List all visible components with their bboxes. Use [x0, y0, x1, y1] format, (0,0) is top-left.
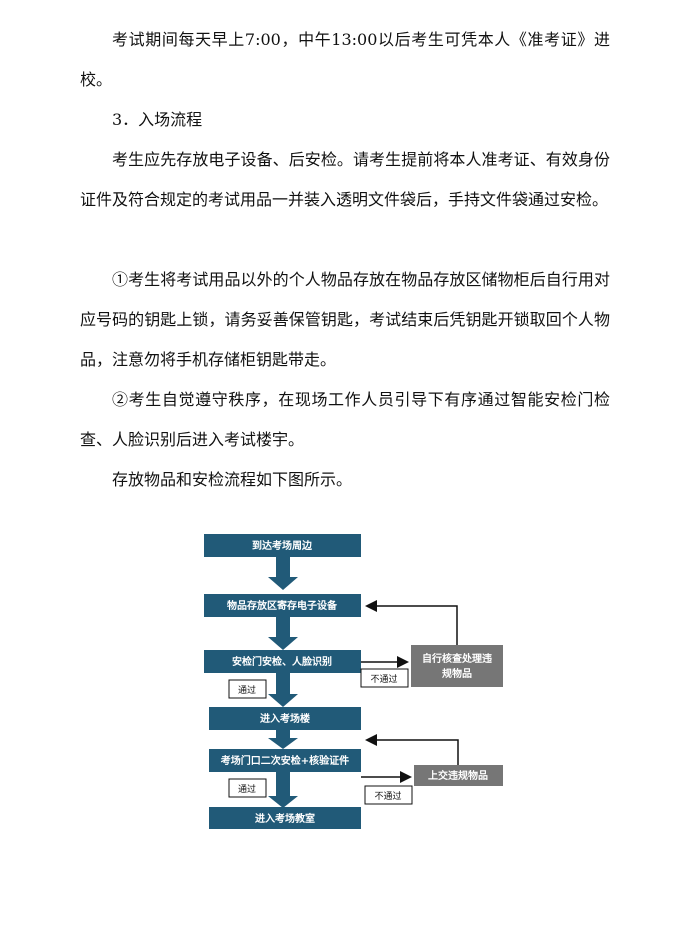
flow-step-second-check-label: 考场门口二次安检+核验证件	[221, 754, 349, 767]
flow-step-store-devices-label: 物品存放区寄存电子设备	[227, 599, 338, 612]
flow-side-self-check-line2: 规物品	[442, 667, 472, 680]
flow-step-enter-building: 进入考场楼	[209, 707, 361, 730]
paragraph-diagram-intro-text: 存放物品和安检流程如下图所示。	[112, 470, 353, 489]
connector-self-check-back	[365, 600, 458, 645]
flow-step-store-devices: 物品存放区寄存电子设备	[204, 594, 361, 617]
connector-hand-in-back	[365, 734, 459, 765]
pass-label-1-text: 通过	[238, 684, 256, 696]
paragraph-admission-time: 考试期间每天早上7:00，中午13:00以后考生可凭本人《准考证》进校。	[80, 20, 610, 100]
flow-step-enter-building-label: 进入考场楼	[260, 712, 310, 725]
pass-label-2: 通过	[228, 778, 267, 798]
pass-label-2-text: 通过	[238, 783, 256, 795]
flow-step-enter-classroom-label: 进入考场教室	[255, 812, 315, 825]
flow-step-enter-classroom: 进入考场教室	[209, 807, 361, 829]
flow-side-self-check-line1: 自行核查处理违	[422, 652, 492, 665]
fail-label-2: 不通过	[364, 785, 413, 805]
section-heading-entry-process: 3．入场流程	[80, 100, 610, 140]
section-heading-text: 3．入场流程	[112, 110, 203, 129]
paragraph-storage-rules-text: ①考生将考试用品以外的个人物品存放在物品存放区储物柜后自行用对应号码的钥匙上锁，…	[80, 270, 610, 369]
down-arrow-1	[268, 557, 298, 590]
fail-label-2-text: 不通过	[374, 790, 401, 802]
pass-label-1: 通过	[228, 679, 267, 699]
flow-connectors	[361, 600, 459, 783]
paragraph-security-check: ②考生自觉遵守秩序，在现场工作人员引导下有序通过智能安检门检查、人脸识别后进入考…	[80, 380, 610, 460]
flow-step-security-gate: 安检门安检、人脸识别	[204, 650, 361, 673]
paragraph-admission-time-text: 考试期间每天早上7:00，中午13:00以后考生可凭本人《准考证》进校。	[80, 30, 610, 89]
down-arrow-5	[268, 772, 298, 808]
paragraph-entry-requirements: 考生应先存放电子设备、后安检。请考生提前将本人准考证、有效身份证件及符合规定的考…	[80, 140, 610, 220]
paragraph-security-check-text: ②考生自觉遵守秩序，在现场工作人员引导下有序通过智能安检门检查、人脸识别后进入考…	[80, 390, 610, 449]
flow-step-second-check: 考场门口二次安检+核验证件	[209, 749, 361, 772]
main-flow-arrows	[268, 557, 298, 808]
paragraph-diagram-intro: 存放物品和安检流程如下图所示。	[80, 460, 610, 500]
fail-label-1: 不通过	[360, 668, 409, 688]
flow-side-hand-in: 上交违规物品	[414, 765, 503, 786]
paragraph-entry-requirements-text: 考生应先存放电子设备、后安检。请考生提前将本人准考证、有效身份证件及符合规定的考…	[80, 150, 610, 209]
fail-label-1-text: 不通过	[370, 673, 397, 685]
flow-step-security-gate-label: 安检门安检、人脸识别	[232, 655, 332, 668]
down-arrow-4	[268, 730, 298, 749]
paragraph-storage-rules: ①考生将考试用品以外的个人物品存放在物品存放区储物柜后自行用对应号码的钥匙上锁，…	[80, 260, 610, 380]
flow-step-arrive: 到达考场周边	[204, 534, 361, 557]
flow-side-hand-in-label: 上交违规物品	[428, 769, 488, 782]
flow-step-arrive-label: 到达考场周边	[252, 539, 313, 552]
flow-side-self-check: 自行核查处理违 规物品	[411, 645, 503, 687]
down-arrow-3	[268, 672, 298, 707]
down-arrow-2	[268, 617, 298, 650]
